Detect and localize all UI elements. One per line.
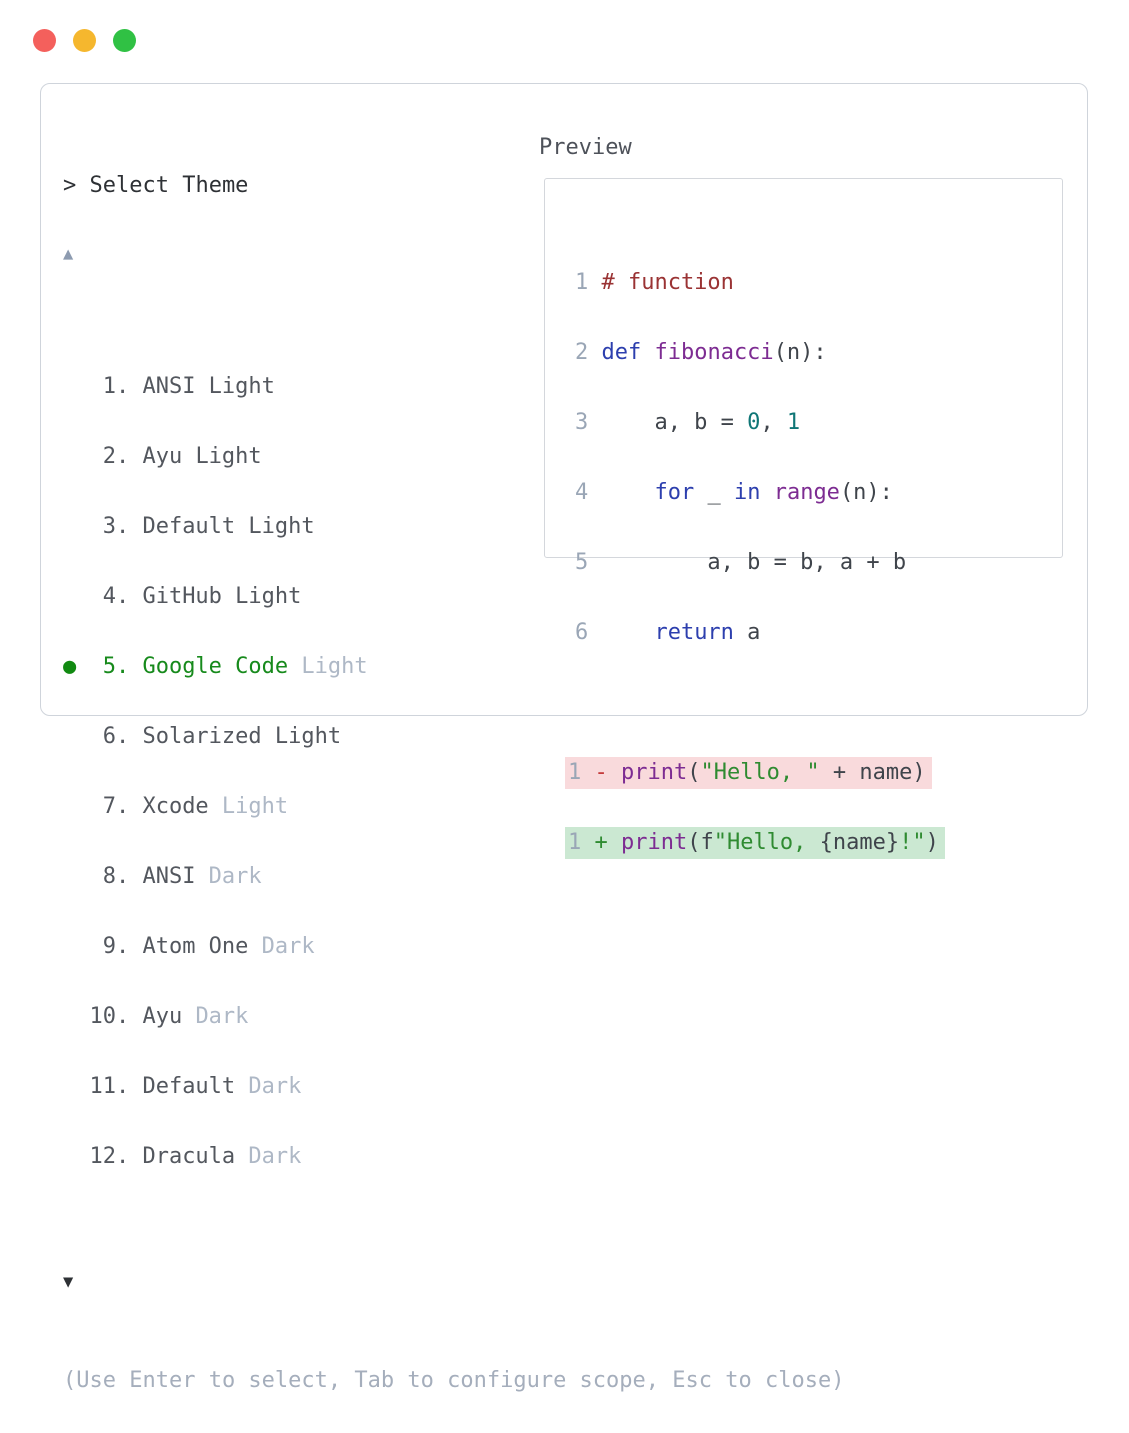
code-tokens: return a [654, 620, 761, 645]
window-traffic-lights [33, 29, 136, 52]
line-number: 1 [568, 760, 582, 785]
theme-picker-prompt: > Select Theme [63, 173, 249, 198]
preview-label: Preview [539, 135, 632, 160]
code-line: 3 a, b = 0, 1 [575, 407, 1062, 439]
diff-removed-line: 1 - print("Hello, " + name) [565, 757, 932, 789]
line-number: 1 [575, 270, 589, 295]
line-number: 1 [568, 830, 582, 855]
close-button[interactable] [33, 29, 56, 52]
line-number: 5 [575, 550, 589, 575]
maximize-button[interactable] [113, 29, 136, 52]
blank-line [565, 687, 1062, 719]
code-line: 1 # function [575, 267, 1062, 299]
preview-column: Preview 1 # function 2 def fibonacci(n): 3… [537, 132, 1063, 859]
code-line: 2 def fibonacci(n): [575, 337, 1062, 369]
code-line: 5 a, b = b, a + b [575, 547, 1062, 579]
diff-tokens: - print("Hello, " + name) [594, 760, 926, 785]
scroll-down-icon[interactable]: ▼ [63, 1272, 74, 1292]
code-tokens: # function [601, 270, 734, 295]
line-number: 3 [575, 410, 589, 435]
diff-tokens: + print(f"Hello, {name}!") [594, 830, 939, 855]
minimize-button[interactable] [73, 29, 96, 52]
line-number: 6 [575, 620, 589, 645]
selected-bullet-icon: ● [63, 654, 77, 679]
diff-added-line: 1 + print(f"Hello, {name}!") [565, 827, 945, 859]
code-tokens: for _ in range(n): [654, 480, 893, 505]
code-tokens: a, b = 0, 1 [601, 410, 801, 435]
line-number: 2 [575, 340, 589, 365]
code-tokens: a, b = b, a + b [601, 550, 907, 575]
code-line: 4 for _ in range(n): [575, 477, 1062, 509]
line-number: 4 [575, 480, 589, 505]
keyboard-help-text: (Use Enter to select, Tab to configure s… [63, 1368, 845, 1393]
code-tokens: def fibonacci(n): [601, 340, 827, 365]
preview-code-box: 1 # function 2 def fibonacci(n): 3 a, b = … [544, 178, 1063, 859]
scroll-up-icon[interactable]: ▲ [63, 244, 74, 264]
code-line: 6 return a [575, 617, 1062, 649]
